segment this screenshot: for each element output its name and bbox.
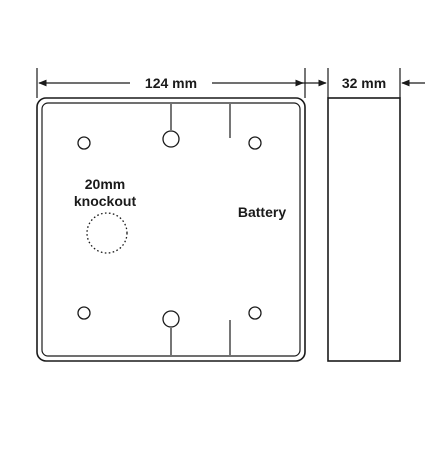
box-inner-outline [41,102,301,357]
knockout-label-line1: 20mm [85,176,125,192]
box-outer-outline [36,97,306,362]
knockout-label-line2: knockout [74,193,137,209]
depth-label: 32 mm [342,75,386,91]
hole-bottom-center [162,310,180,328]
width-dimension: 124 mm [36,68,306,98]
depth-dimension: 32 mm [302,68,425,98]
hole-top-right [248,136,262,150]
width-label: 124 mm [145,75,197,91]
side-outline [327,97,401,362]
side-view [327,97,401,362]
battery-label: Battery [238,204,286,220]
knockout-circle [86,212,128,254]
hole-bottom-left [77,306,91,320]
hole-top-left [77,136,91,150]
front-view: 20mm knockout Battery [36,97,306,362]
hole-top-center [162,130,180,148]
hole-bottom-right [248,306,262,320]
